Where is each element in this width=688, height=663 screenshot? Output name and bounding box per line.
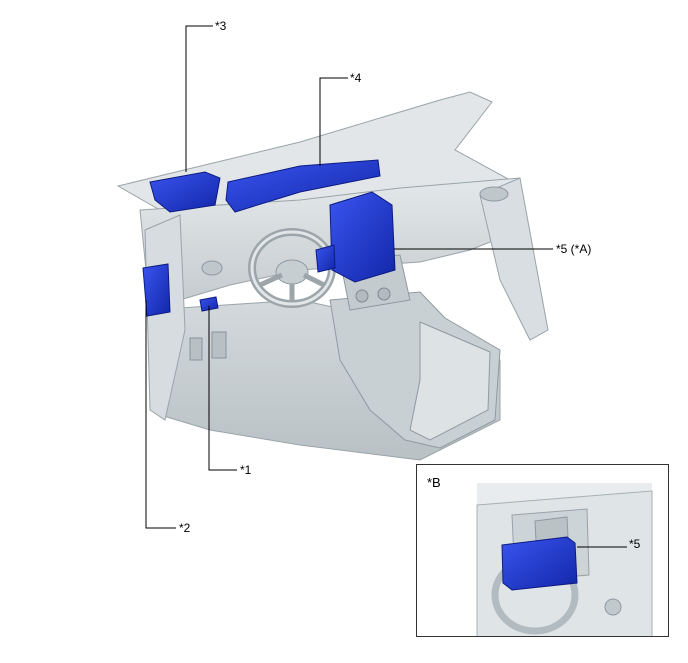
component-1	[199, 296, 219, 312]
callout-4: *4	[350, 71, 362, 85]
inset-label: *B	[427, 475, 441, 490]
callout-1: *1	[240, 463, 252, 477]
component-3	[149, 171, 221, 213]
leader-line-2	[145, 300, 176, 529]
leader-line-3	[185, 25, 213, 172]
component-4	[225, 159, 381, 213]
leader-line-4	[319, 77, 348, 166]
leader-line-1	[208, 306, 237, 471]
inset-component-5	[501, 536, 578, 591]
inset-illustration	[476, 483, 653, 636]
inset-callout-5: *5	[629, 537, 641, 551]
callout-5a: *5 (*A)	[556, 242, 592, 256]
callout-2: *2	[179, 521, 191, 535]
inset-detail-b: *B *5	[416, 464, 669, 637]
right-side-panel	[479, 177, 549, 341]
component-2	[142, 263, 171, 317]
callout-3: *3	[215, 19, 227, 33]
component-5	[329, 191, 396, 283]
